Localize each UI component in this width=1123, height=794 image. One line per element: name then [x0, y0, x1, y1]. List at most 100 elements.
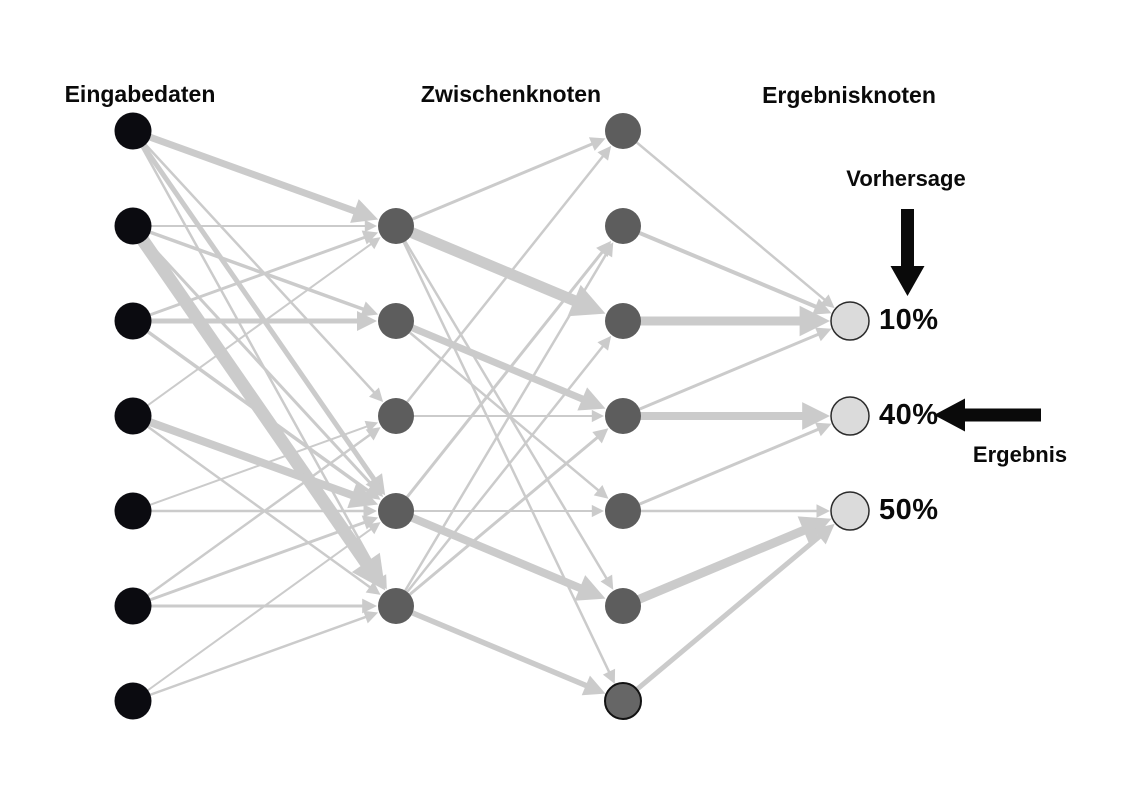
- edge-arrowhead: [360, 301, 379, 317]
- node-g7: [604, 682, 642, 720]
- edge-i2-h4: [131, 224, 376, 489]
- edge-arrowhead: [588, 137, 606, 151]
- node-o1: [830, 301, 870, 341]
- edge-arrowhead: [577, 387, 606, 411]
- edge-arrowhead: [597, 335, 612, 351]
- edge-g7-o3: [621, 533, 823, 703]
- edge-arrowhead: [581, 675, 606, 696]
- edge-arrowhead: [357, 311, 377, 331]
- edge-arrowhead: [600, 242, 614, 258]
- node-i5: [114, 492, 152, 530]
- prediction-label: Vorhersage: [846, 166, 966, 191]
- edge-g6-o3: [621, 525, 807, 611]
- edge-arrowhead: [567, 284, 606, 317]
- edge-i7-h4: [132, 527, 373, 702]
- edge-arrowhead: [591, 409, 604, 423]
- edge-i1-h5: [131, 130, 383, 580]
- edge-i2-h5: [127, 222, 373, 568]
- edge-i4-h1: [132, 242, 373, 417]
- edge-h5-g3: [395, 344, 605, 607]
- edge-h3-g1: [395, 154, 605, 417]
- edge-arrowhead: [592, 428, 609, 444]
- edge-arrowhead: [600, 574, 614, 590]
- node-g2: [605, 208, 641, 244]
- edge-i1-h4: [130, 129, 377, 482]
- edge-arrowhead: [362, 598, 377, 614]
- edge-h5-g4: [395, 435, 600, 608]
- edge-arrowhead: [365, 581, 381, 595]
- edge-g2-o1: [622, 224, 818, 309]
- edge-arrowhead: [367, 237, 381, 250]
- edge-h4-g6: [394, 507, 583, 593]
- edge-arrowhead: [367, 522, 381, 535]
- layer-title-input: Eingabedaten: [64, 81, 216, 107]
- edge-i7-h5: [132, 615, 368, 703]
- node-g3: [605, 303, 641, 339]
- edge-arrowhead: [812, 523, 835, 545]
- node-o2: [830, 396, 870, 436]
- edge-arrowhead: [597, 145, 612, 161]
- node-o3: [830, 491, 870, 531]
- edge-arrowhead: [365, 427, 381, 441]
- layer-title-output: Ergebnisknoten: [762, 82, 936, 108]
- node-i1: [114, 112, 152, 150]
- output-percentage-3: 50%: [879, 493, 939, 526]
- edge-g4-o1: [622, 332, 820, 418]
- edge-arrowhead: [361, 230, 379, 245]
- result-arrow-icon: [934, 398, 1041, 432]
- edge-arrowhead: [350, 199, 379, 223]
- layer-title-hidden: Zwischenknoten: [420, 81, 602, 107]
- edge-arrowhead: [802, 402, 830, 430]
- edge-arrowhead: [574, 575, 606, 601]
- edge-h5-g7: [394, 603, 589, 689]
- edge-arrowhead: [347, 482, 379, 509]
- node-h5: [378, 588, 414, 624]
- edge-arrowhead: [368, 387, 384, 403]
- node-i7: [114, 682, 152, 720]
- edge-i6-h3: [132, 433, 372, 608]
- edge-arrowhead: [816, 504, 830, 518]
- edge-arrowhead: [593, 484, 609, 499]
- edge-arrowhead: [815, 327, 832, 342]
- edge-arrowhead: [363, 504, 377, 518]
- edge-arrowhead: [812, 298, 832, 315]
- edge-i1-h1: [131, 127, 358, 215]
- edge-i4-h4: [131, 412, 355, 500]
- edge-h2-g4: [394, 317, 585, 403]
- edge-arrowhead: [367, 481, 384, 498]
- edge-h2-g5: [395, 320, 601, 493]
- edge-i1-h3: [132, 130, 376, 395]
- edge-arrowhead: [364, 219, 377, 233]
- edge-h1-g3: [393, 220, 578, 307]
- node-h4: [378, 493, 414, 529]
- edge-arrowhead: [602, 668, 616, 684]
- edge-i2-h2: [132, 224, 365, 312]
- edge-i3-h1: [132, 235, 367, 323]
- edge-arrowhead: [591, 504, 604, 518]
- node-i6: [114, 587, 152, 625]
- edge-arrowhead: [351, 552, 386, 591]
- edge-g5-o2: [622, 427, 820, 513]
- node-g6: [605, 588, 641, 624]
- edge-h1-g1: [395, 142, 594, 228]
- edge-h1-g7: [394, 225, 611, 674]
- edge-arrowhead: [363, 610, 379, 624]
- node-i2: [114, 207, 152, 245]
- edge-i4-h5: [132, 414, 372, 589]
- prediction-arrow-icon: [890, 209, 925, 296]
- edge-arrowhead: [815, 422, 832, 437]
- edge-h1-g6: [394, 225, 609, 581]
- node-h1: [378, 208, 414, 244]
- edge-i5-h3: [132, 425, 369, 512]
- edge-arrowhead: [799, 305, 830, 337]
- node-g4: [605, 398, 641, 434]
- node-i4: [114, 397, 152, 435]
- result-label: Ergebnis: [972, 442, 1068, 467]
- node-h3: [378, 398, 414, 434]
- output-percentage-2: 40%: [879, 398, 939, 431]
- edge-i6-h4: [132, 520, 367, 608]
- node-h2: [378, 303, 414, 339]
